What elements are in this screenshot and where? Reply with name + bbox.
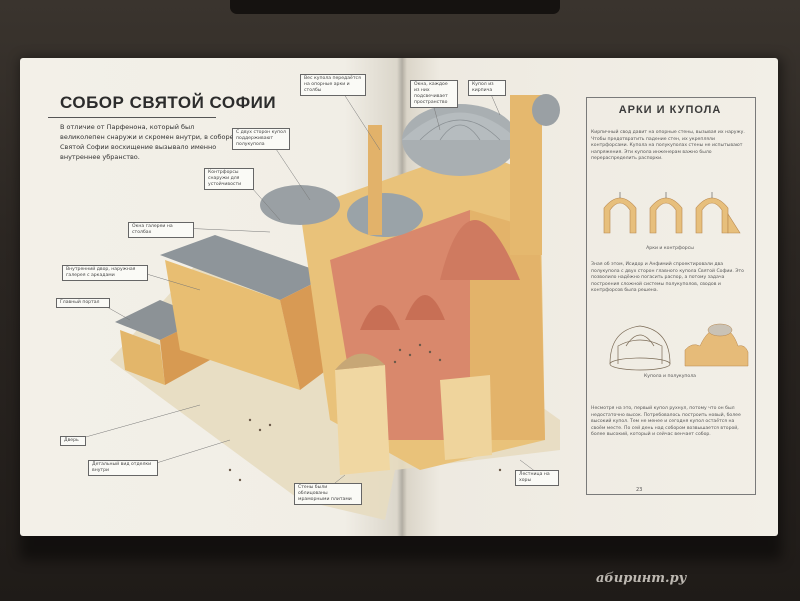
- sidebar-title: АРКИ И КУПОЛА: [618, 104, 722, 116]
- callout-stairs: Лестница на хоры: [515, 470, 559, 486]
- sidebar-paragraph-2: Зная об этом, Исидор и Анфимий спроектир…: [591, 262, 744, 294]
- sidebar-paragraph-1: Кирпичный свод давит на опорные стены, в…: [591, 130, 745, 162]
- title-underline: [48, 117, 216, 118]
- sidebar-frame: [586, 97, 756, 495]
- caption-domes: Купола и полукупола: [644, 374, 696, 379]
- intro-paragraph: В отличие от Парфенона, который был вели…: [60, 123, 234, 161]
- callout-half-domes: С двух сторон купол поддерживают полукуп…: [232, 128, 290, 150]
- watermark-text: абиринт.ру: [596, 571, 687, 586]
- callout-buttresses: Контрфорсы снаружи для устойчивости: [204, 168, 254, 190]
- sidebar-paragraph-3: Несмотря на это, первый купол рухнул, по…: [591, 406, 741, 438]
- callout-gallery-windows: Окна галереи на столбах: [128, 222, 194, 238]
- callout-courtyard: Внутренний двор, наружная галерея с арка…: [62, 265, 148, 281]
- domes-figure: [609, 323, 749, 371]
- page-number: 23: [636, 487, 643, 493]
- arches-figure: [603, 192, 741, 234]
- callout-brick-dome: Купол из кирпича: [468, 80, 506, 96]
- callout-windows: Окна, каждое из них подсвечивает простра…: [410, 80, 458, 108]
- caption-arches: Арки и контрфорсы: [646, 246, 694, 251]
- page-title: СОБОР СВЯТОЙ СОФИИ: [60, 93, 277, 112]
- pen-object: [230, 0, 560, 14]
- callout-interior-detail: Детальный вид отделки внутри: [88, 460, 158, 476]
- callout-door: Дверь: [60, 436, 86, 446]
- callout-main-portal: Главный портал: [56, 298, 110, 308]
- callout-dome-weight: Вес купола передаётся на опорные арки и …: [300, 74, 366, 96]
- callout-marble-walls: Стены были облицованы мраморными плитами: [294, 483, 362, 505]
